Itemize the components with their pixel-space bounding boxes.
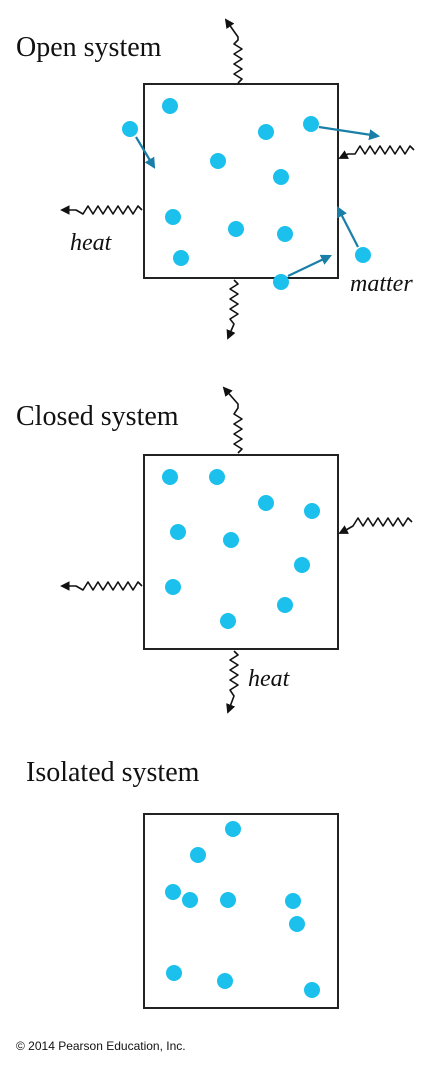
heat-in-arrow: [338, 517, 413, 534]
particle: [220, 613, 236, 629]
matter-out-arrow: [287, 254, 332, 277]
closed-system-heat-arrows: [60, 386, 413, 714]
isolated-system-particles: [165, 821, 320, 998]
heat-in-arrow: [338, 145, 415, 159]
particle: [170, 524, 186, 540]
open-system-matter-arrows: [135, 125, 381, 277]
particle: [165, 579, 181, 595]
particle: [304, 982, 320, 998]
particle: [258, 124, 274, 140]
particle: [166, 965, 182, 981]
particle: [277, 597, 293, 613]
heat-out-arrow: [60, 581, 143, 591]
heat-out-arrow: [60, 205, 143, 215]
isolated-system-panel: Isolated system: [26, 757, 339, 1009]
particle: [182, 892, 198, 908]
particle: [225, 821, 241, 837]
particle: [277, 226, 293, 242]
closed-system-title: Closed system: [16, 401, 179, 432]
heat-out-arrow: [226, 279, 239, 340]
particle: [285, 893, 301, 909]
open-system-matter-label: matter: [350, 271, 413, 297]
particle: [209, 469, 225, 485]
particle: [210, 153, 226, 169]
open-system-title: Open system: [16, 32, 162, 63]
particle: [228, 221, 244, 237]
particle: [304, 503, 320, 519]
particle: [162, 469, 178, 485]
open-system-panel: Open system: [16, 18, 415, 340]
open-system-heat-label: heat: [70, 230, 113, 256]
particle: [258, 495, 274, 511]
particle: [190, 847, 206, 863]
exiting-particle: [303, 116, 319, 132]
particle: [294, 557, 310, 573]
exiting-particle: [273, 274, 289, 290]
closed-system-box: [143, 454, 339, 650]
closed-system-panel: Closed system heat: [16, 386, 413, 714]
open-system-particles: [122, 98, 371, 290]
matter-in-arrow: [135, 136, 156, 169]
particle: [217, 973, 233, 989]
particle: [165, 884, 181, 900]
heat-out-arrow: [226, 650, 239, 714]
particle: [165, 209, 181, 225]
entering-particle: [122, 121, 138, 137]
particle: [289, 916, 305, 932]
particle: [220, 892, 236, 908]
particle: [273, 169, 289, 185]
isolated-system-title: Isolated system: [26, 757, 200, 788]
entering-particle: [355, 247, 371, 263]
particle: [162, 98, 178, 114]
open-system-box: [143, 83, 339, 279]
copyright-notice: © 2014 Pearson Education, Inc.: [16, 1039, 186, 1053]
matter-in-arrow: [336, 206, 359, 248]
matter-out-arrow: [318, 125, 381, 141]
particle: [223, 532, 239, 548]
closed-system-heat-label: heat: [248, 666, 291, 692]
isolated-system-box: [143, 813, 339, 1009]
open-system-heat-arrows: [60, 18, 415, 340]
heat-out-arrow: [224, 18, 243, 84]
heat-out-arrow: [222, 386, 243, 454]
closed-system-particles: [162, 469, 320, 629]
particle: [173, 250, 189, 266]
